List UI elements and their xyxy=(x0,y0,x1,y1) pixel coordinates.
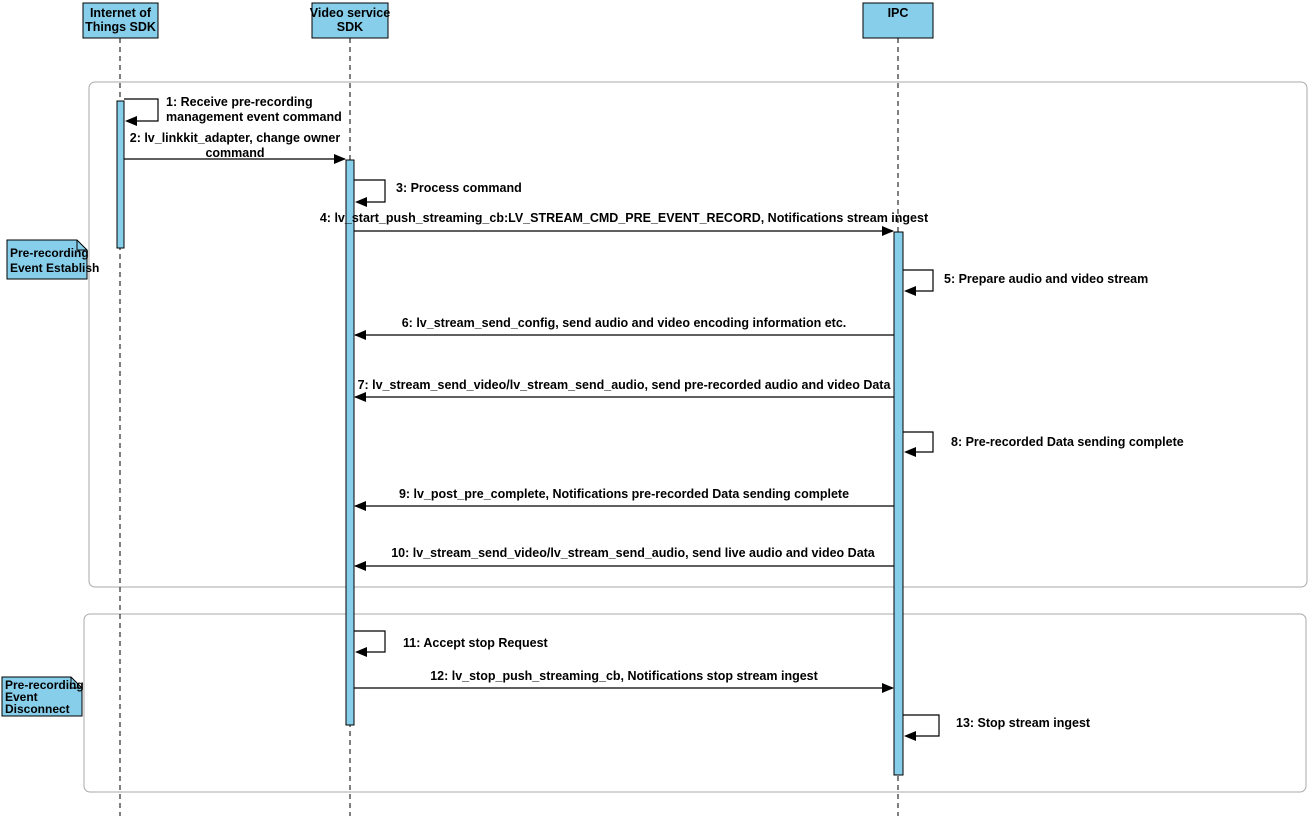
message-8: 8: Pre-recorded Data sending complete xyxy=(903,431,1184,457)
message-3: 3: Process command xyxy=(354,179,522,207)
message-8-label: 8: Pre-recorded Data sending complete xyxy=(951,435,1184,449)
message-13: 13: Stop stream ingest xyxy=(903,714,1091,741)
note-disconnect-line-3: Disconnect xyxy=(5,702,70,716)
message-13-label: 13: Stop stream ingest xyxy=(956,716,1091,730)
message-7-label: 7: lv_stream_send_video/lv_stream_send_a… xyxy=(358,378,892,392)
message-1-label-2: management event command xyxy=(166,110,342,124)
message-2-label-2: command xyxy=(205,146,264,160)
participant-vsdk-label-1: Video service xyxy=(310,6,390,20)
message-12: 12: lv_stop_push_streaming_cb, Notificat… xyxy=(354,669,894,693)
message-1-label-1: 1: Receive pre-recording xyxy=(166,95,313,109)
message-11: 11: Accept stop Request xyxy=(354,630,549,657)
message-9-label: 9: lv_post_pre_complete, Notifications p… xyxy=(399,487,849,501)
message-6-label: 6: lv_stream_send_config, send audio and… xyxy=(402,316,847,330)
message-9: 9: lv_post_pre_complete, Notifications p… xyxy=(354,487,894,511)
message-5-label: 5: Prepare audio and video stream xyxy=(944,272,1148,286)
activation-vsdk xyxy=(345,159,355,726)
message-12-label: 12: lv_stop_push_streaming_cb, Notificat… xyxy=(430,669,818,683)
note-disconnect-line-1: Pre-recording xyxy=(5,678,84,692)
message-4-label: 4: lv_start_push_streaming_cb:LV_STREAM_… xyxy=(320,211,929,225)
message-1: 1: Receive pre-recording management even… xyxy=(124,95,342,126)
note-establish: Pre-recording Event Establish xyxy=(6,239,99,280)
group-frame-establish xyxy=(88,81,1308,588)
message-4: 4: lv_start_push_streaming_cb:LV_STREAM_… xyxy=(320,211,929,236)
participant-vsdk: Video service SDK xyxy=(310,2,390,39)
message-2-label-1: 2: lv_linkkit_adapter, change owner xyxy=(130,131,341,145)
participant-iot: Internet of Things SDK xyxy=(82,2,159,39)
message-10-label: 10: lv_stream_send_video/lv_stream_send_… xyxy=(391,546,876,560)
participant-ipc: IPC xyxy=(862,2,934,39)
message-10: 10: lv_stream_send_video/lv_stream_send_… xyxy=(354,546,894,571)
note-establish-line-2: Event Establish xyxy=(10,261,99,275)
message-6: 6: lv_stream_send_config, send audio and… xyxy=(354,316,894,340)
message-3-label: 3: Process command xyxy=(396,181,522,195)
participant-iot-label-1: Internet of xyxy=(90,6,152,20)
participant-ipc-label: IPC xyxy=(888,6,909,20)
group-frame-disconnect xyxy=(83,613,1307,793)
message-7: 7: lv_stream_send_video/lv_stream_send_a… xyxy=(354,378,894,402)
note-establish-line-1: Pre-recording xyxy=(10,246,89,260)
message-2: 2: lv_linkkit_adapter, change owner comm… xyxy=(124,131,346,164)
activation-iot xyxy=(116,100,125,249)
participant-vsdk-label-2: SDK xyxy=(337,20,363,34)
note-disconnect: Pre-recording Event Disconnect xyxy=(1,676,84,717)
message-5: 5: Prepare audio and video stream xyxy=(903,269,1148,296)
note-disconnect-line-2: Event xyxy=(5,690,38,704)
message-11-label: 11: Accept stop Request xyxy=(403,636,549,650)
activation-ipc xyxy=(893,231,904,776)
participant-iot-label-2: Things SDK xyxy=(85,20,156,34)
